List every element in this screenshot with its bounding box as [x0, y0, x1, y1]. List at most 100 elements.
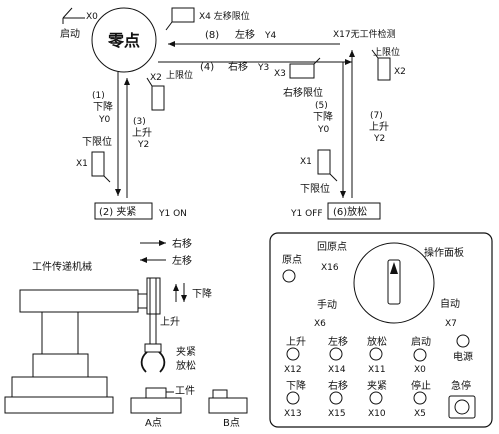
origin-label: 零点: [107, 31, 140, 50]
y1-off-label: Y1 OFF: [290, 209, 323, 219]
step7-label: (7): [370, 111, 383, 121]
panel-manual: 手动: [317, 298, 337, 311]
workpiece-label: 工件: [175, 385, 195, 397]
lower-limit-right-label: 下限位: [300, 182, 330, 195]
workpiece: [145, 387, 167, 399]
machine-release-label: 放松: [176, 359, 196, 372]
start-switch-icon: [62, 7, 85, 24]
machine-title: 工件传递机械: [32, 260, 92, 273]
btn-estop-label: 急停: [451, 379, 471, 392]
x3-label: X3: [274, 69, 286, 79]
control-panel: [269, 232, 493, 428]
right-limit-switch-icon: [289, 57, 321, 79]
power-indicator-lamp: [456, 334, 470, 348]
btn-start-code: X0: [414, 365, 426, 375]
upper-limit-right-label: 上限位: [373, 46, 400, 58]
btn-up-label: 上升: [286, 336, 306, 348]
btn-start-label: 启动: [411, 335, 431, 348]
panel-origin-label: 原点: [282, 254, 302, 266]
panel-auto: 自动: [440, 297, 460, 310]
btn-release-label: 放松: [367, 335, 387, 348]
step4-label: (4): [200, 62, 214, 73]
up-button[interactable]: [286, 347, 300, 361]
panel-title: 操作面板: [424, 246, 464, 259]
clamp-button[interactable]: [369, 391, 383, 405]
btn-left-label: 左移: [328, 335, 348, 348]
right-move-label: 右移: [228, 60, 248, 73]
step8-label: (8): [205, 30, 219, 41]
panel-x16: X16: [321, 263, 339, 273]
btn-stop-code: X5: [414, 409, 426, 419]
left-limit-switch-icon: [165, 7, 195, 31]
btn-right-label: 右移: [328, 379, 348, 392]
point-b-top: [212, 389, 228, 399]
x2-left-label: X2: [150, 73, 162, 83]
clamp-box: [94, 202, 153, 220]
step3-label: (3): [133, 117, 146, 127]
btn-stop-label: 停止: [411, 379, 431, 392]
right-button[interactable]: [329, 391, 343, 405]
machine-left-label: 左移: [172, 254, 192, 267]
start-code: X0: [86, 12, 98, 22]
btn-right-code: X15: [328, 409, 346, 419]
x1-right-label: X1: [300, 157, 312, 167]
panel-x6: X6: [314, 319, 326, 329]
step5-label: (5): [315, 101, 328, 111]
mode-selector-dial[interactable]: [353, 242, 435, 324]
origin-circle: [91, 7, 157, 73]
start-label: 启动: [60, 27, 80, 40]
origin-indicator-lamp: [282, 269, 296, 283]
machine-down-label: 下降: [192, 287, 212, 300]
up7-label: 上升: [369, 121, 389, 133]
x17-label: X17无工件检测: [333, 28, 396, 40]
start-button[interactable]: [413, 348, 427, 362]
right-limit-label: 右移限位: [283, 86, 323, 99]
y3-label: Y3: [257, 63, 269, 73]
down1-label: 下降: [93, 100, 113, 113]
btn-left-code: X14: [328, 365, 346, 375]
btn-clamp-label: 夹紧: [367, 379, 387, 392]
upper-limit-right-switch-icon: [371, 49, 391, 81]
y4-label: Y4: [264, 31, 276, 41]
release-box: [327, 202, 381, 220]
machine-body: [4, 277, 166, 414]
release-button[interactable]: [369, 347, 383, 361]
y1-on-label: Y1 ON: [158, 209, 187, 219]
machine-up-label: 上升: [160, 316, 180, 328]
y2-3-label: Y2: [137, 140, 149, 150]
btn-up-code: X12: [284, 365, 302, 375]
machine-right-label: 右移: [172, 237, 192, 250]
panel-x7: X7: [445, 319, 457, 329]
panel-power: 电源: [453, 350, 473, 363]
upper-limit-left-label: 上限位: [166, 69, 193, 81]
btn-down-label: 下降: [286, 379, 306, 392]
up3-label: 上升: [132, 127, 152, 139]
x2-right-label: X2: [394, 67, 406, 77]
emergency-stop-button[interactable]: [448, 395, 476, 419]
step1-label: (1): [92, 91, 105, 101]
release-box-label: (6)放松: [333, 205, 367, 218]
point-a-block: [130, 397, 182, 414]
lower-limit-left-label: 下限位: [82, 135, 112, 148]
y0-5-label: Y0: [317, 125, 329, 135]
point-b-block: [208, 397, 248, 414]
panel-return-origin: 回原点: [317, 241, 347, 253]
left-button[interactable]: [329, 347, 343, 361]
point-b-label: B点: [223, 417, 240, 429]
down-button[interactable]: [286, 391, 300, 405]
btn-clamp-code: X10: [368, 409, 386, 419]
x1-left-label: X1: [76, 159, 88, 169]
lower-limit-right-switch-icon: [317, 149, 338, 182]
y0-1-label: Y0: [98, 115, 110, 125]
btn-release-code: X11: [368, 365, 386, 375]
left-move-label: 左移: [235, 28, 255, 41]
lower-limit-left-switch-icon: [91, 151, 111, 183]
machine-clamp-label: 夹紧: [176, 345, 196, 358]
stop-button[interactable]: [413, 391, 427, 405]
down5-label: 下降: [313, 110, 333, 123]
x4-left-limit-label: X4 左移限位: [199, 10, 250, 22]
clamp-box-label: (2) 夹紧: [99, 205, 136, 218]
point-a-label: A点: [145, 417, 162, 429]
upper-limit-left-switch-icon: [146, 77, 165, 111]
